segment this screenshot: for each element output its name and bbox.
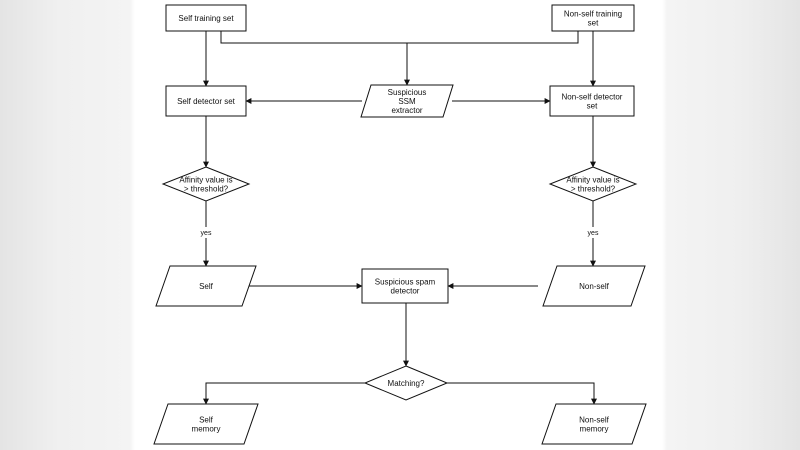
node-label-line: detector [391,287,420,296]
edge-label-e9: yes [201,230,212,237]
node-shape-parallelogram [541,403,647,445]
node-shape-parallelogram [542,265,646,307]
node-shape-rect [165,85,247,117]
node-label-line: set [588,19,599,28]
node-nonself: Non-self [542,265,646,307]
node-label-line: Self [199,416,214,425]
node-label-line: Suspicious spam [375,278,436,287]
node-label-line: SSM [398,97,416,106]
edge-matching-to-nonself_memory [447,382,597,405]
node-label-line: set [587,102,598,111]
node-label-line: Affinity value is [179,176,232,185]
node-label-line: Non-self training [564,10,622,19]
node-label-line: extractor [391,106,422,115]
node-self: Self [155,265,257,307]
node-label-line: Matching? [388,379,425,388]
edge-label-e10: yes [588,230,599,237]
node-label-line: Self training set [178,14,234,23]
edge-label-background [197,227,215,238]
node-label-line: Suspicious [388,88,427,97]
edge-label-background [584,227,602,238]
edge-self_training-to-nonself_training [220,31,579,44]
node-shape-rect [361,268,449,304]
node-shape-diamond [363,365,449,401]
node-label-line: memory [580,425,609,434]
node-label-line: > threshold? [571,185,616,194]
node-self-training: Self training set [165,4,247,32]
node-label-line: memory [192,425,221,434]
node-label-line: Affinity value is [566,176,619,185]
node-label-line: Non-self detector [562,93,623,102]
node-label-line: Non-self [579,416,610,425]
node-label-line: Non-self [579,282,610,291]
node-shape-parallelogram [360,84,454,118]
node-affinity-left: Affinity value is> threshold? [161,166,251,202]
node-label-line: > threshold? [184,185,229,194]
node-shape-diamond [161,166,251,202]
node-shape-diamond [548,166,638,202]
node-shape-rect [551,4,635,32]
edges-layer: yes yes [197,31,602,405]
node-shape-parallelogram [153,403,259,445]
node-affinity-right: Affinity value is> threshold? [548,166,638,202]
node-shape-rect [549,85,635,117]
node-label-line: Self detector set [177,97,236,106]
node-label-line: Self [199,282,214,291]
node-matching: Matching? [363,365,449,401]
node-self-detector: Self detector set [165,85,247,117]
edge-matching-to-self_memory [203,382,365,405]
node-shape-rect [165,4,247,32]
node-shape-parallelogram [155,265,257,307]
